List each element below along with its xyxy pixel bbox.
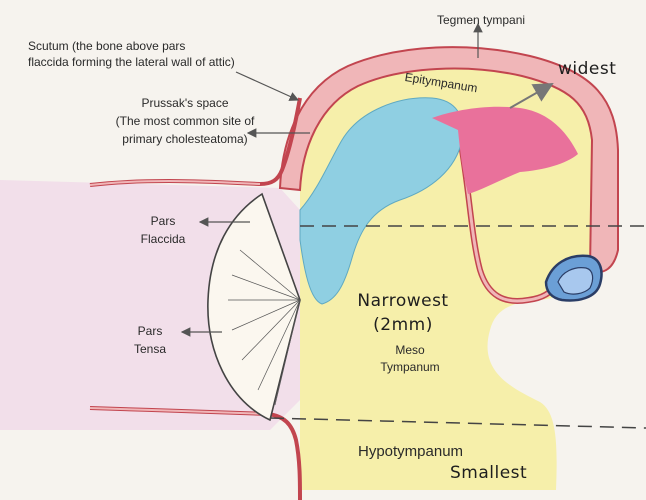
pars-flaccida-label-line1: Pars bbox=[128, 214, 198, 229]
pars-tensa-label-line2: Tensa bbox=[118, 342, 182, 357]
mesotympanum-label-line1: Meso bbox=[360, 343, 460, 358]
pars-tensa-label-line1: Pars bbox=[118, 324, 182, 339]
smallest-label: Smallest bbox=[450, 466, 527, 481]
prussak-label-line2: (The most common site of bbox=[80, 114, 290, 129]
prussak-label-line3: primary cholesteatoma) bbox=[80, 132, 290, 147]
mesotympanum-label-line2: Tympanum bbox=[360, 360, 460, 375]
scutum-label-line1: Scutum (the bone above pars bbox=[28, 39, 185, 54]
tegmen-tympani-label: Tegmen tympani bbox=[437, 13, 525, 28]
scutum-label-line2: flaccida forming the lateral wall of att… bbox=[28, 55, 235, 70]
widest-label: widest bbox=[558, 62, 616, 77]
narrowest-label: Narrowest bbox=[348, 294, 458, 309]
prussak-label-line1: Prussak's space bbox=[80, 96, 290, 111]
hypotympanum-label: Hypotympanum bbox=[358, 444, 463, 459]
narrowest-measure-label: (2mm) bbox=[348, 318, 458, 333]
pars-flaccida-label-line2: Flaccida bbox=[128, 232, 198, 247]
